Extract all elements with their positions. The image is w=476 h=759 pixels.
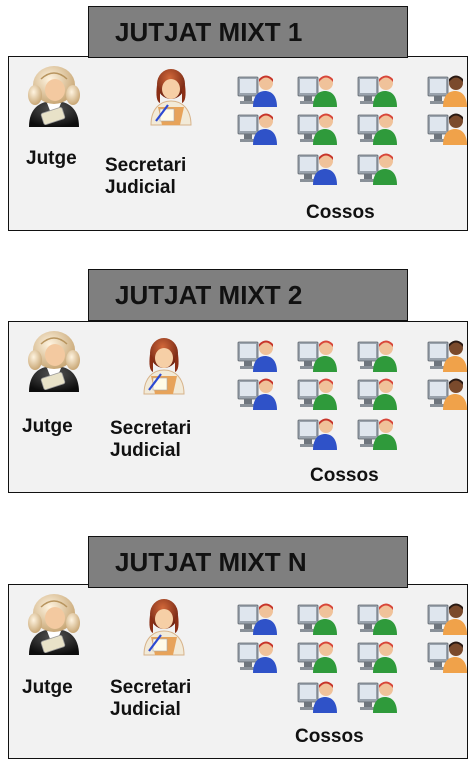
worker-computer-green-icon bbox=[297, 75, 337, 107]
worker-computer-green-icon bbox=[297, 340, 337, 372]
worker-computer-orange-icon bbox=[427, 641, 467, 673]
worker-computer-blue-icon bbox=[237, 113, 277, 145]
judge-icon bbox=[28, 331, 80, 392]
secretary-label-line-1: Secretari bbox=[110, 418, 192, 439]
secretary-label-line-2: Judicial bbox=[105, 177, 176, 198]
worker-computer-green-icon bbox=[357, 603, 397, 635]
worker-computer-green-icon bbox=[357, 113, 397, 145]
court-title: JUTJAT MIXT 2 bbox=[88, 269, 408, 321]
secretary-icon bbox=[150, 69, 192, 126]
worker-computer-green-icon bbox=[357, 681, 397, 713]
court-panel: Jutge Secretari Judicial Cossos bbox=[8, 321, 468, 493]
worker-computer-green-icon bbox=[357, 378, 397, 410]
judge-icon bbox=[28, 66, 80, 127]
worker-computer-blue-icon bbox=[297, 681, 337, 713]
worker-computer-green-icon bbox=[297, 378, 337, 410]
worker-computer-green-icon bbox=[297, 113, 337, 145]
secretary-label-line-2: Judicial bbox=[110, 440, 181, 461]
court-1: Jutge Secretari Judicial Cossos bbox=[0, 0, 476, 240]
judge-label: Jutge bbox=[26, 148, 77, 169]
worker-computer-blue-icon bbox=[237, 378, 277, 410]
court-panel: Jutge Secretari Judicial Cossos bbox=[8, 56, 468, 231]
court-2: Jutge Secretari Judicial Cossos bbox=[0, 266, 476, 502]
worker-computer-blue-icon bbox=[237, 340, 277, 372]
court-title: JUTJAT MIXT N bbox=[88, 536, 408, 588]
judge-label: Jutge bbox=[22, 416, 73, 437]
judge-icon bbox=[28, 594, 80, 655]
secretary-label-line-1: Secretari bbox=[110, 677, 192, 698]
secretary-label-line-2: Judicial bbox=[110, 699, 181, 720]
secretary-label: Secretari Judicial bbox=[110, 418, 191, 462]
worker-computer-green-icon bbox=[357, 153, 397, 185]
worker-computer-orange-icon bbox=[427, 378, 467, 410]
staff-label: Cossos bbox=[310, 465, 379, 486]
court-n: Jutge Secretari Judicial Cossos bbox=[0, 534, 476, 759]
worker-computer-orange-icon bbox=[427, 75, 467, 107]
worker-computer-orange-icon bbox=[427, 603, 467, 635]
worker-computer-green-icon bbox=[357, 75, 397, 107]
worker-computer-green-icon bbox=[357, 418, 397, 450]
secretary-label: Secretari Judicial bbox=[110, 677, 191, 721]
staff-label: Cossos bbox=[306, 202, 375, 223]
worker-computer-blue-icon bbox=[237, 75, 277, 107]
secretary-icon bbox=[143, 338, 185, 395]
worker-computer-green-icon bbox=[357, 340, 397, 372]
worker-computer-blue-icon bbox=[297, 418, 337, 450]
worker-computer-blue-icon bbox=[237, 603, 277, 635]
worker-computer-blue-icon bbox=[237, 641, 277, 673]
worker-computer-blue-icon bbox=[297, 153, 337, 185]
secretary-label: Secretari Judicial bbox=[105, 155, 186, 199]
worker-computer-green-icon bbox=[357, 641, 397, 673]
worker-computer-green-icon bbox=[297, 603, 337, 635]
worker-computer-orange-icon bbox=[427, 113, 467, 145]
judge-label: Jutge bbox=[22, 677, 73, 698]
court-title: JUTJAT MIXT 1 bbox=[88, 6, 408, 58]
staff-label: Cossos bbox=[295, 726, 364, 747]
court-panel: Jutge Secretari Judicial Cossos bbox=[8, 584, 468, 759]
secretary-icon bbox=[143, 599, 185, 656]
worker-computer-green-icon bbox=[297, 641, 337, 673]
secretary-label-line-1: Secretari bbox=[105, 155, 187, 176]
worker-computer-orange-icon bbox=[427, 340, 467, 372]
